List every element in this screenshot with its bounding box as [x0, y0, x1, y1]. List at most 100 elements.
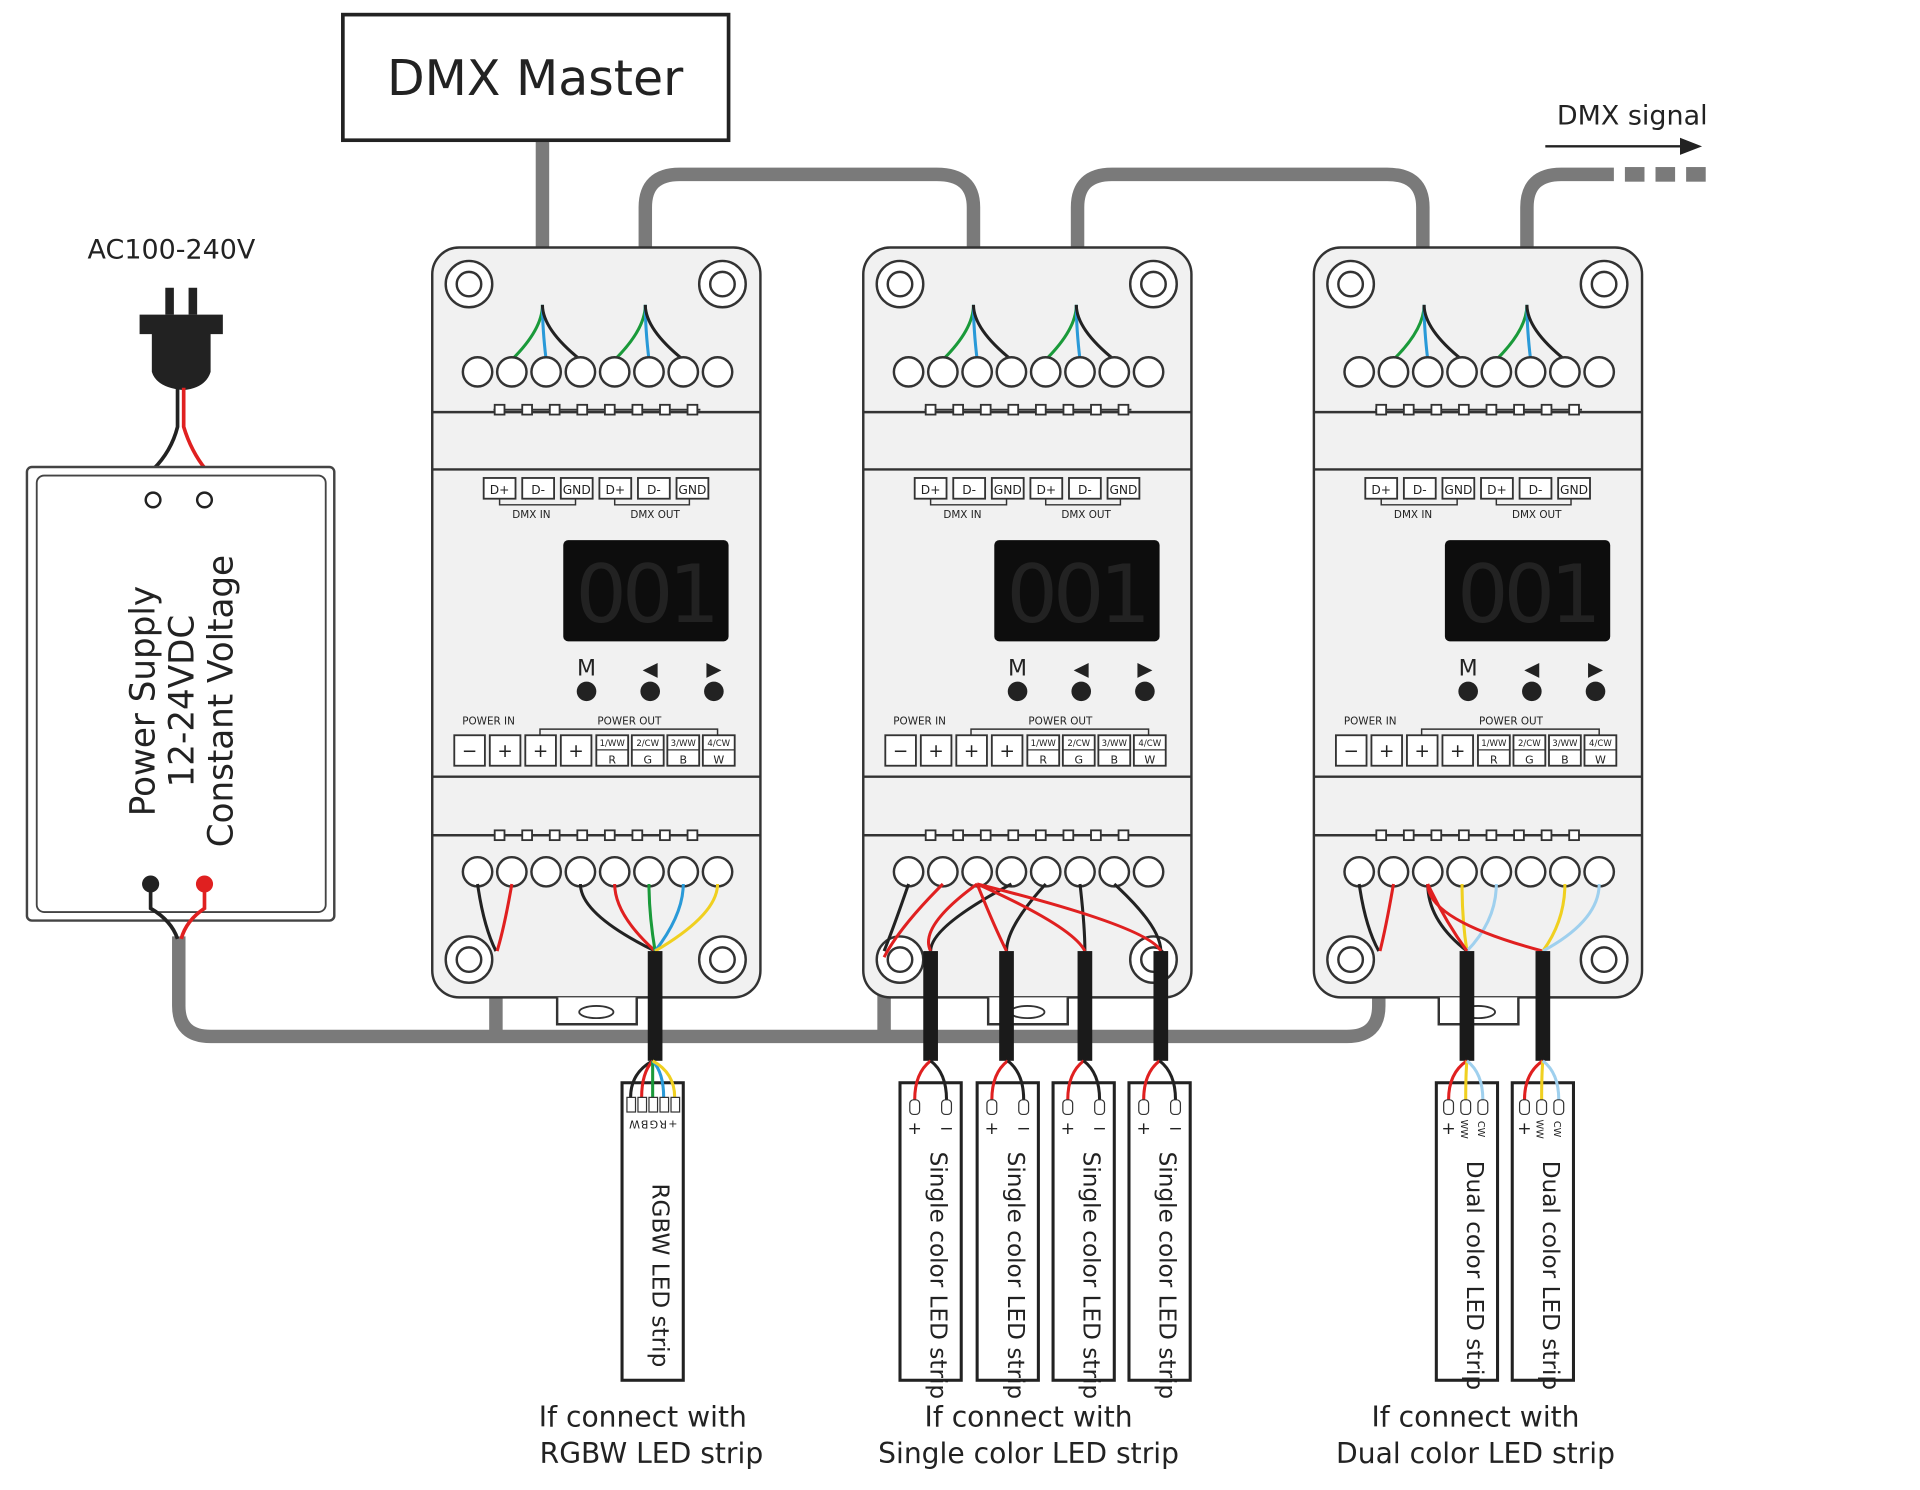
single-color-led-strip-2: +−Single color LED strip: [975, 1059, 1040, 1399]
terminal-screw: [495, 855, 528, 888]
solder-pad: [1170, 1099, 1182, 1116]
terminal-screw: [461, 855, 494, 888]
power-terminal: [1406, 734, 1439, 767]
channel-terminal-top-label: 3/WW: [1102, 739, 1128, 749]
strip-label: Dual color LED strip: [1537, 1161, 1564, 1390]
terminal-screw: [1377, 855, 1410, 888]
terminal-screw: [1480, 855, 1513, 888]
terminal-screw: [667, 356, 700, 388]
channel-terminal-bottom-label: R: [1039, 753, 1047, 766]
terminal-screw: [926, 356, 959, 388]
terminal-screw: [1514, 855, 1547, 888]
wire: [1465, 884, 1498, 953]
wire: [1541, 884, 1567, 952]
caption-single-line2: Single color LED strip: [878, 1437, 1179, 1470]
channel-terminal-top-label: 1/WW: [1481, 739, 1507, 749]
power-out-label: POWER OUT: [597, 715, 662, 727]
strip-pin-label: CW: [1475, 1121, 1486, 1138]
terminal-screw: [1064, 855, 1096, 888]
dmx-terminal-label: GND: [994, 483, 1022, 497]
solder-pad: [986, 1099, 998, 1116]
caption-rgbw-line2: RGBW LED strip: [540, 1437, 764, 1470]
channel-terminal-bottom-label: B: [1111, 753, 1119, 766]
terminal-screw: [1583, 855, 1616, 888]
right-arrow-icon: ▶: [706, 658, 721, 681]
strip-pin-labels: +RGBW: [628, 1118, 678, 1131]
terminal-screw: [530, 855, 563, 888]
dmx-terminal-label: GND: [678, 483, 706, 497]
multicore-cable: [1459, 951, 1475, 1061]
channel-terminal-bottom-label: G: [1525, 753, 1534, 766]
channel-terminal-bottom-label: W: [1144, 753, 1155, 766]
dmx-master: DMX Master: [341, 12, 731, 143]
power-terminal-label: +: [568, 741, 583, 762]
terminal-screw: [633, 356, 665, 388]
screw-hole: [875, 935, 925, 984]
strip-pin-label: +: [1441, 1119, 1455, 1139]
wire: [653, 883, 685, 952]
mode-button: [1007, 681, 1028, 702]
dmx-terminal-label: D-: [1529, 483, 1543, 497]
terminal-screw: [461, 356, 494, 388]
wire: [976, 882, 1163, 952]
screw-hole: [1326, 935, 1376, 984]
channel-terminal-bottom-label: G: [1075, 753, 1084, 766]
channel-terminal-bottom-label: W: [1595, 753, 1606, 766]
wire: [1426, 883, 1469, 952]
dmx-terminal: [559, 477, 594, 500]
terminal-screw: [1583, 356, 1616, 388]
dmx-cable-out: [1520, 167, 1614, 305]
screw-hole: [444, 935, 494, 984]
screw-hole: [697, 935, 747, 984]
strip-body: [1434, 1081, 1500, 1382]
wire: [882, 882, 944, 958]
power-bus-cable: [172, 936, 1386, 1044]
channel-terminal-bottom-label: B: [679, 753, 687, 766]
strip-body: [1051, 1081, 1116, 1382]
channel-terminal-top-label: 3/WW: [671, 739, 697, 749]
solder-pad: [1443, 1099, 1455, 1116]
wire: [1078, 883, 1087, 952]
dmx-terminal-label: D+: [605, 483, 625, 497]
strip-body: [1510, 1081, 1575, 1382]
screw-hole: [1326, 259, 1376, 309]
terminal-screw: [926, 855, 959, 888]
terminal-screw: [564, 855, 597, 888]
terminal-screw: [1098, 356, 1131, 388]
dmx-out-label: DMX OUT: [630, 509, 680, 521]
mode-button: [1458, 681, 1478, 702]
arrow-right-icon: [1680, 137, 1703, 155]
terminal-screw: [667, 855, 700, 888]
solder-pad: [626, 1096, 637, 1113]
mounting-clip: [1437, 997, 1520, 1026]
screw-hole: [697, 259, 747, 309]
dmx-out-label: DMX OUT: [1512, 509, 1562, 521]
decrease-button: [1522, 681, 1542, 702]
mode-label: M: [1008, 657, 1027, 682]
wire: [613, 883, 657, 953]
dmx-master-label: DMX Master: [387, 50, 684, 107]
dmx-terminal-label: D+: [1487, 483, 1507, 497]
power-terminal-label: −: [893, 741, 908, 762]
caption-single-line1: If connect with: [925, 1401, 1133, 1434]
screw-hole: [875, 259, 925, 309]
terminal-screw: [1343, 855, 1376, 888]
solder-pad: [909, 1099, 921, 1116]
multicore-cable: [923, 951, 938, 1061]
power-terminal-label: +: [1450, 741, 1465, 762]
decrease-button: [640, 681, 660, 702]
solder-pad: [1062, 1099, 1074, 1116]
terminal-screw: [1514, 356, 1547, 388]
power-terminal-label: −: [462, 741, 477, 762]
power-terminal-label: +: [999, 741, 1014, 762]
power-out-label: POWER OUT: [1028, 715, 1093, 727]
channel-terminal-top-label: 2/CW: [1518, 739, 1541, 749]
left-arrow-icon: ◀: [1524, 658, 1539, 681]
dmx-terminal: [952, 477, 987, 500]
screw-hole: [1579, 935, 1629, 984]
power-terminal-label: +: [928, 741, 943, 762]
power-terminal: [1335, 734, 1368, 767]
wire: [975, 883, 1008, 952]
wire: [882, 883, 911, 952]
